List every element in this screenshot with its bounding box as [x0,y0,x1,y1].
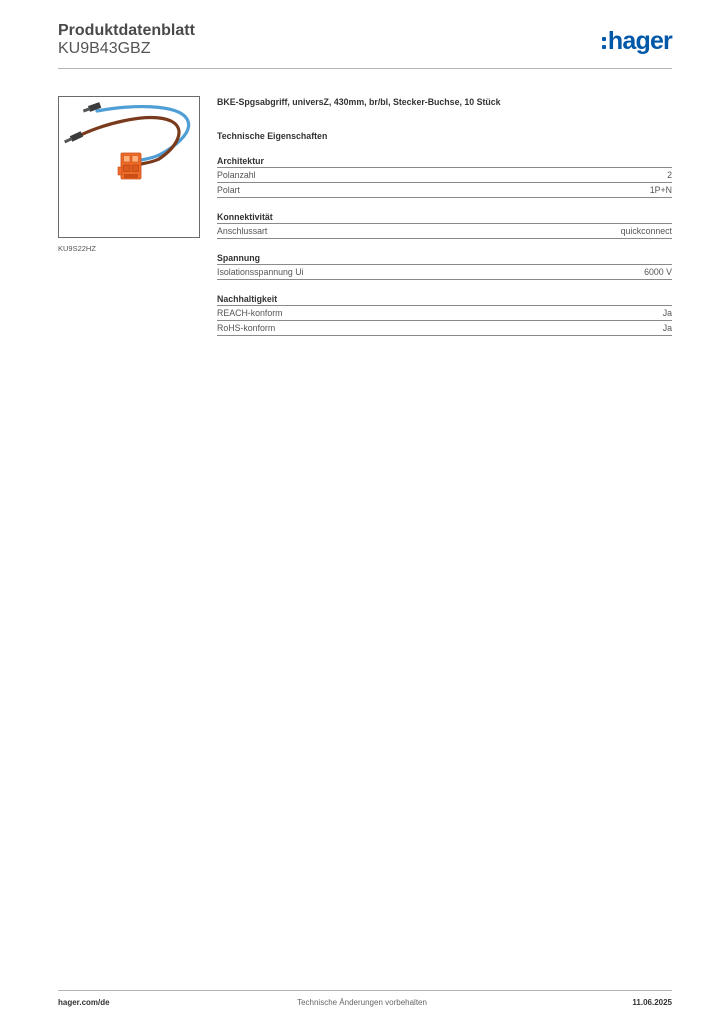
group-nachhaltigkeit: Nachhaltigkeit REACH-konform Ja RoHS-kon… [217,293,672,336]
header-divider [58,68,672,69]
row-label: Polart [217,185,240,195]
row-label: RoHS-konform [217,323,276,333]
document-title: Produktdatenblatt [58,22,195,39]
row-value: 2 [667,170,672,180]
row-label: REACH-konform [217,308,283,318]
table-row: Isolationsspannung Ui 6000 V [217,265,672,280]
table-row: RoHS-konform Ja [217,321,672,336]
group-spannung: Spannung Isolationsspannung Ui 6000 V [217,252,672,280]
row-value: Ja [662,323,672,333]
group-architektur: Architektur Polanzahl 2 Polart 1P+N [217,155,672,198]
row-value: 6000 V [644,267,672,277]
image-caption: KU9S22HZ [58,244,96,253]
table-row: Polanzahl 2 [217,168,672,183]
product-image [58,96,200,238]
footer-website-link[interactable]: hager.com/de [58,998,110,1007]
product-code: KU9B43GBZ [58,40,151,57]
table-row: Polart 1P+N [217,183,672,198]
row-value: 1P+N [649,185,672,195]
logo-dots-icon [601,36,606,49]
row-label: Isolationsspannung Ui [217,267,304,277]
footer-date: 11.06.2025 [632,998,672,1007]
group-title: Architektur [217,155,672,168]
group-title: Konnektivität [217,211,672,224]
row-value: quickconnect [620,226,672,236]
group-title: Nachhaltigkeit [217,293,672,306]
group-title: Spannung [217,252,672,265]
page-header: Produktdatenblatt KU9B43GBZ hager [58,20,673,68]
hager-logo: hager [601,26,673,55]
table-row: REACH-konform Ja [217,306,672,321]
row-value: Ja [662,308,672,318]
row-label: Polanzahl [217,170,256,180]
table-row: Anschlussart quickconnect [217,224,672,239]
footer-notice: Technische Änderungen vorbehalten [297,998,427,1007]
product-description: BKE-Spgsabgriff, universZ, 430mm, br/bl,… [217,97,501,107]
group-konnektivitaet: Konnektivität Anschlussart quickconnect [217,211,672,239]
logo-text: hager [607,26,673,55]
section-title: Technische Eigenschaften [217,131,328,141]
footer-divider [58,990,672,991]
row-label: Anschlussart [217,226,268,236]
cable-with-connector-icon [64,102,191,180]
product-details: BKE-Spgsabgriff, universZ, 430mm, br/bl,… [217,96,672,336]
